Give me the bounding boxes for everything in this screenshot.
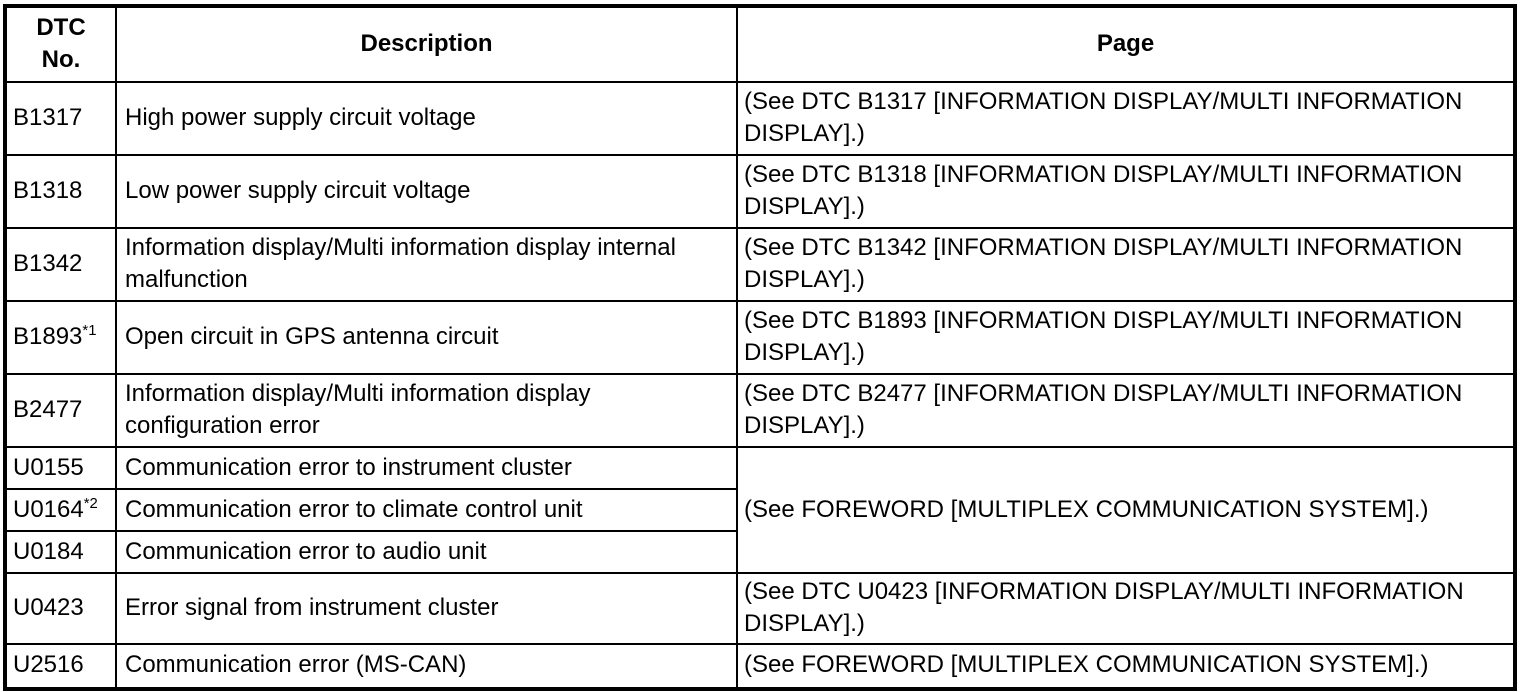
dtc-code: U0423: [4, 571, 117, 645]
dtc-code: U2516: [4, 642, 117, 690]
dtc-code-text: B1317: [13, 104, 83, 132]
dtc-code-text: B1318: [13, 177, 83, 205]
header-description: Description: [115, 5, 738, 83]
header-dtc-no: DTC No.: [4, 5, 117, 83]
table-row-u0423: U0423 Error signal from instrument clust…: [4, 571, 1516, 645]
dtc-description: Communication error to climate control u…: [115, 487, 738, 532]
dtc-code: U0164*2: [4, 487, 117, 532]
table-row-u0184: U0184 Communication error to audio unit: [4, 529, 1515, 574]
dtc-code: B1342: [4, 226, 117, 302]
table-row-b1317: B1317 High power supply circuit voltage …: [4, 80, 1516, 156]
dtc-code: B1893*1: [4, 299, 117, 375]
dtc-code-text: U0155: [13, 453, 84, 481]
dtc-code-text: U0164: [13, 495, 84, 523]
dtc-page-ref: (See DTC B1342 [INFORMATION DISPLAY/MULT…: [736, 226, 1516, 302]
dtc-page-ref: (See DTC B1317 [INFORMATION DISPLAY/MULT…: [736, 80, 1516, 156]
table-header-row: DTC No. Description Page: [4, 5, 1516, 83]
dtc-description: Information display/Multi information di…: [115, 372, 738, 448]
dtc-code: B1317: [4, 80, 117, 156]
dtc-description: Communication error to audio unit: [115, 529, 738, 574]
dtc-note: *1: [82, 323, 97, 340]
table-row-u2516: U2516 Communication error (MS-CAN) (See …: [4, 642, 1516, 690]
dtc-description: Communication error to instrument cluste…: [115, 445, 738, 490]
dtc-description: Low power supply circuit voltage: [115, 153, 738, 229]
dtc-description: High power supply circuit voltage: [115, 80, 738, 156]
dtc-description: Information display/Multi information di…: [115, 226, 738, 302]
dtc-description: Error signal from instrument cluster: [115, 571, 738, 645]
table-row-u0164: U0164*2 Communication error to climate c…: [4, 487, 1515, 532]
dtc-code-text: U0423: [13, 593, 84, 621]
dtc-code-text: B1342: [13, 250, 83, 278]
dtc-note: *2: [83, 495, 98, 512]
table-row-b2477: B2477 Information display/Multi informat…: [4, 372, 1516, 448]
dtc-code-text: U0184: [13, 537, 84, 565]
dtc-page-ref: (See DTC B1318 [INFORMATION DISPLAY/MULT…: [736, 153, 1516, 229]
dtc-page-ref: (See FOREWORD [MULTIPLEX COMMUNICATION S…: [736, 642, 1516, 690]
table-row-b1318: B1318 Low power supply circuit voltage (…: [4, 153, 1516, 229]
dtc-page-ref: (See DTC B2477 [INFORMATION DISPLAY/MULT…: [736, 372, 1516, 448]
dtc-code: U0184: [4, 529, 117, 574]
dtc-page-ref: (See DTC B1893 [INFORMATION DISPLAY/MULT…: [736, 299, 1516, 375]
dtc-code: U0155: [4, 445, 117, 490]
dtc-code: B1318: [4, 153, 117, 229]
dtc-page-ref: (See DTC U0423 [INFORMATION DISPLAY/MULT…: [736, 571, 1516, 645]
table-row-u0155: U0155 Communication error to instrument …: [4, 445, 1516, 574]
dtc-page-ref-merged: (See FOREWORD [MULTIPLEX COMMUNICATION S…: [736, 445, 1516, 574]
header-page: Page: [736, 5, 1516, 83]
dtc-table: DTC No. Description Page B1317 High powe…: [3, 4, 1517, 691]
dtc-code: B2477: [4, 372, 117, 448]
dtc-description: Communication error (MS-CAN): [115, 642, 738, 690]
table-row-b1342: B1342 Information display/Multi informat…: [4, 226, 1516, 302]
dtc-code-text: B2477: [13, 396, 83, 424]
dtc-description: Open circuit in GPS antenna circuit: [115, 299, 738, 375]
table-row-b1893: B1893*1 Open circuit in GPS antenna circ…: [4, 299, 1516, 375]
dtc-code-text: U2516: [13, 651, 84, 679]
dtc-code-text: B1893: [13, 323, 83, 351]
